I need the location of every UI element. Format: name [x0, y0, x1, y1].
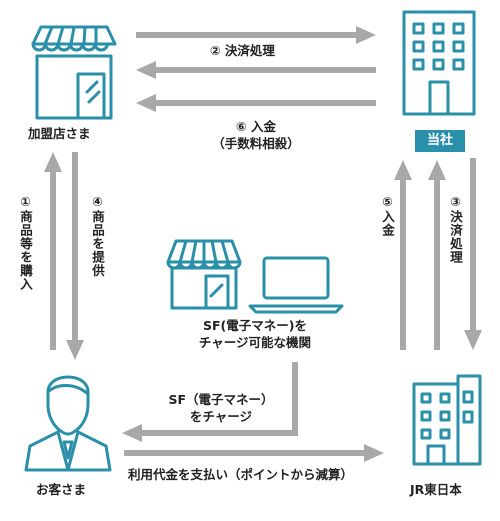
arrow-deposit-left [136, 94, 376, 112]
deposit-vertical-label: ⑤入金 [380, 194, 395, 237]
sf-institution-line2: チャージ可能な機関 [198, 335, 312, 350]
settlement-right-label: ② 決済処理 [210, 43, 275, 58]
customer-icon [24, 375, 112, 472]
charge-label-line1: SF（電子マネー） [168, 392, 274, 407]
arrow-settlement-down [464, 158, 482, 350]
arrow-payment-right [124, 444, 384, 462]
arrow-settlement-right [136, 26, 376, 44]
purchase-vertical-label: ①商品等を購入 [18, 194, 33, 291]
shop-icon [31, 25, 117, 120]
jr-building-icon [412, 374, 482, 466]
arrow-left-upper [136, 61, 376, 79]
provide-vertical-label: ④商品を提供 [90, 194, 105, 278]
merchant-label: 加盟店さま [28, 126, 91, 141]
settlement-vertical-label: ③決済処理 [448, 194, 463, 264]
arrow-company-up [428, 160, 446, 350]
arrow-sf-charge [122, 362, 298, 442]
arrow-purchase-up [44, 152, 62, 350]
arrow-provide-down [66, 152, 84, 360]
sf-shop-icon [166, 239, 242, 310]
sf-institution-line1: SF(電子マネー)を [203, 318, 307, 333]
company-building-icon [402, 10, 476, 116]
payment-label: 利用代金を支払い（ポイントから減算） [128, 467, 354, 482]
arrow-deposit-up [394, 160, 412, 350]
jr-label: JR東日本 [410, 482, 462, 497]
laptop-icon [248, 256, 344, 314]
customer-label: お客さま [36, 482, 87, 497]
company-badge: 当社 [415, 130, 465, 152]
charge-label-line2: をチャージ [189, 409, 253, 424]
deposit-label-line2: （手数料相殺） [212, 136, 300, 151]
deposit-label-line1: ⑥ 入金 [236, 119, 276, 134]
